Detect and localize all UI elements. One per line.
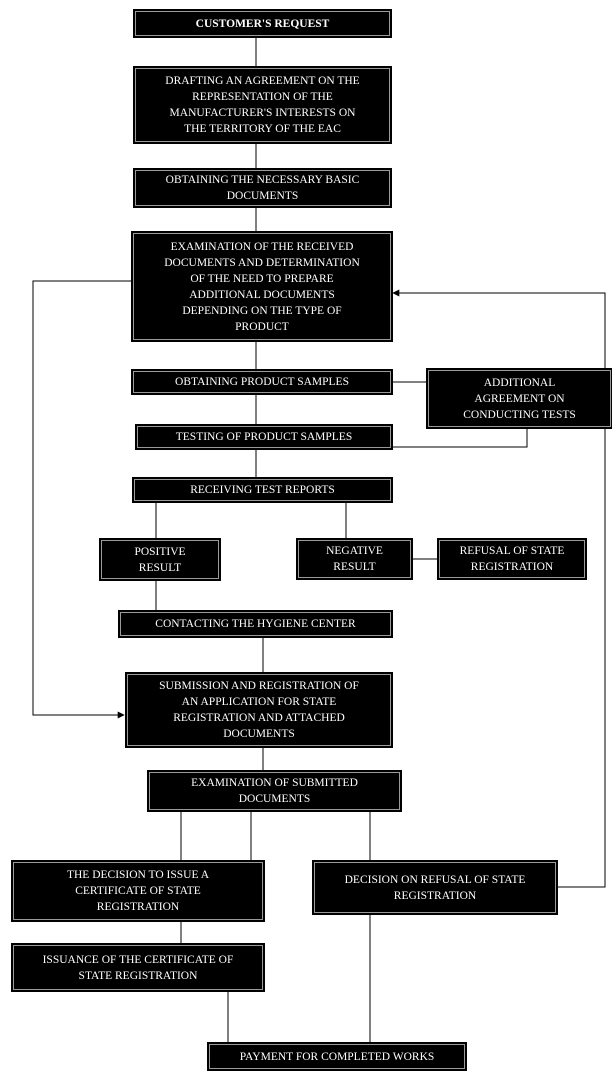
node-submission-application: SUBMISSION AND REGISTRATION OF AN APPLIC… [125, 672, 393, 748]
node-payment: PAYMENT FOR COMPLETED WORKS [207, 1042, 467, 1071]
loop-examination-to-submission [32, 280, 131, 719]
node-additional-agreement: ADDITIONAL AGREEMENT ON CONDUCTING TESTS [426, 368, 612, 429]
node-receiving-reports: RECEIVING TEST REPORTS [132, 477, 393, 503]
node-obtaining-documents: OBTAINING THE NECESSARY BASIC DOCUMENTS [133, 168, 392, 208]
node-examination-documents: EXAMINATION OF THE RECEIVED DOCUMENTS AN… [131, 231, 393, 342]
node-obtaining-samples: OBTAINING PRODUCT SAMPLES [131, 369, 393, 395]
node-hygiene-center: CONTACTING THE HYGIENE CENTER [118, 610, 393, 638]
node-drafting-agreement: DRAFTING AN AGREEMENT ON THE REPRESENTAT… [133, 66, 392, 144]
node-testing-samples: TESTING OF PRODUCT SAMPLES [135, 424, 393, 450]
connector-additional-testing [393, 429, 528, 448]
node-decision-issue: THE DECISION TO ISSUE A CERTIFICATE OF S… [11, 860, 265, 922]
node-negative-result: NEGATIVE RESULT [296, 538, 413, 580]
node-examination-submitted: EXAMINATION OF SUBMITTED DOCUMENTS [147, 770, 402, 812]
loop-refusal-to-examination [392, 289, 606, 888]
node-decision-refusal: DECISION ON REFUSAL OF STATE REGISTRATIO… [312, 860, 558, 915]
node-positive-result: POSITIVE RESULT [99, 538, 221, 581]
node-issuance-certificate: ISSUANCE OF THE CERTIFICATE OF STATE REG… [11, 943, 265, 992]
node-refusal-registration: REFUSAL OF STATE REGISTRATION [437, 538, 587, 580]
node-customer-request: CUSTOMER'S REQUEST [133, 9, 392, 38]
